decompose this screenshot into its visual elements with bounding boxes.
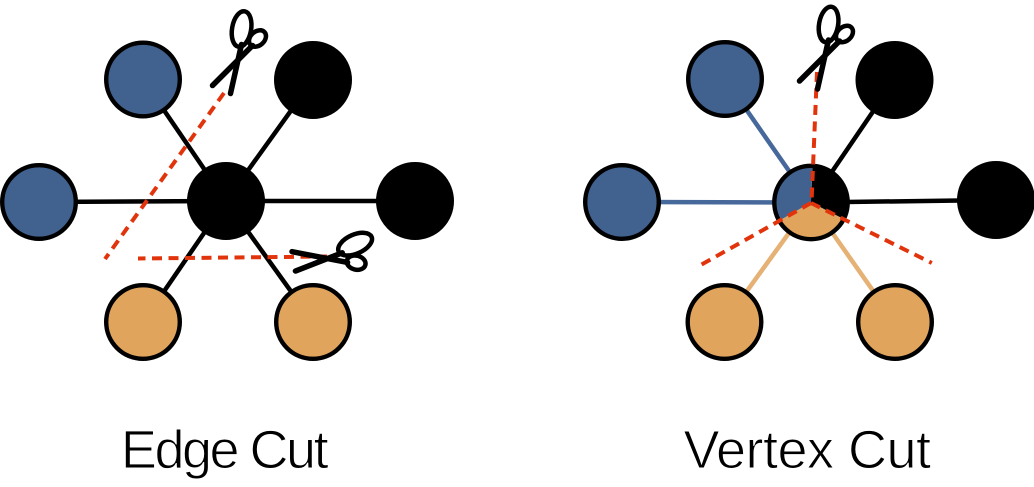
svg-text:Edge Cut: Edge Cut [121,420,329,480]
svg-text:Vertex Cut: Vertex Cut [683,420,931,480]
